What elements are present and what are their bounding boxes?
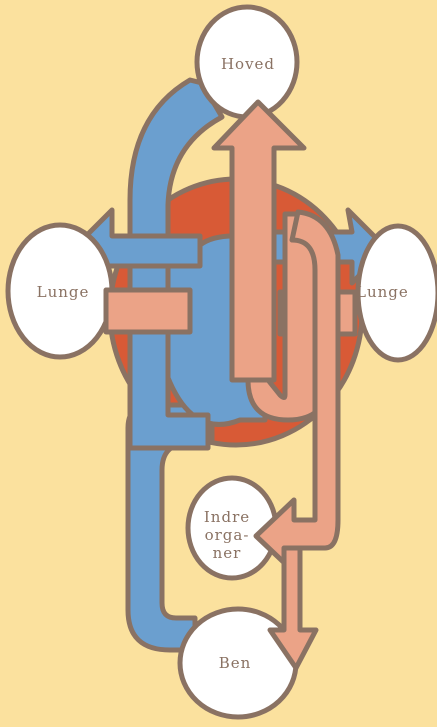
vein-from-left-lung (106, 290, 190, 332)
organs-label: Indre orga- ner (192, 508, 262, 562)
left-lung-label: Lunge (18, 284, 108, 301)
head-label: Hoved (198, 56, 298, 73)
legs-label: Ben (195, 655, 275, 672)
right-lung-label: Lunge (356, 284, 437, 301)
